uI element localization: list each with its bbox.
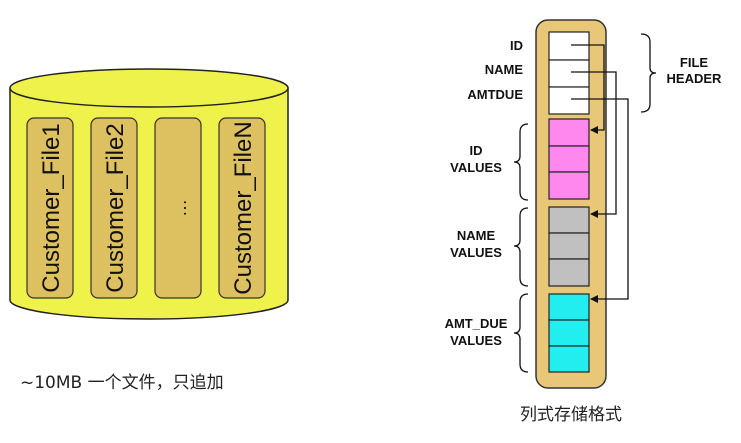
id-values-bracket xyxy=(513,123,529,201)
file-box-2: Customer_File2 xyxy=(90,117,138,299)
id-values-block xyxy=(548,118,590,200)
name-pointer-arrow xyxy=(571,71,617,218)
header-cells xyxy=(548,31,590,115)
amtdue-values-label-line2: VALUES xyxy=(450,333,502,348)
header-label-id: ID xyxy=(510,38,523,53)
cylinder-top xyxy=(9,68,289,108)
file-header-label-line1: FILE xyxy=(680,55,708,70)
id-pointer-arrow xyxy=(571,44,605,134)
amtdue-values-bracket xyxy=(513,293,529,373)
file-box-n: Customer_FileN xyxy=(218,117,266,299)
amtdue-pointer-arrow xyxy=(571,98,629,303)
amtdue-values-label-line1: AMT_DUE xyxy=(445,316,508,331)
file-box-ellipsis: … xyxy=(154,117,202,299)
id-values-label-line2: VALUES xyxy=(450,160,502,175)
right-caption: 列式存储格式 xyxy=(520,405,622,425)
file-label-ellipsis: … xyxy=(170,199,190,217)
file-box-1: Customer_File1 xyxy=(26,117,74,299)
name-values-label-line2: VALUES xyxy=(450,245,502,260)
file-label-n: Customer_FileN xyxy=(230,121,257,294)
name-values-label-line1: NAME xyxy=(457,228,496,243)
header-label-amtdue: AMTDUE xyxy=(467,87,523,102)
id-values-label-line1: ID xyxy=(470,143,483,158)
file-label-1: Customer_File1 xyxy=(38,123,65,292)
name-values-bracket xyxy=(513,207,529,287)
left-caption: ~10MB 一个文件，只追加 xyxy=(20,373,224,393)
name-values-block xyxy=(548,206,590,287)
header-label-name: NAME xyxy=(485,62,524,77)
file-label-2: Customer_File2 xyxy=(102,123,129,292)
amtdue-values-block xyxy=(548,293,590,373)
file-header-label-line2: HEADER xyxy=(667,71,723,86)
file-header-bracket xyxy=(640,33,657,113)
